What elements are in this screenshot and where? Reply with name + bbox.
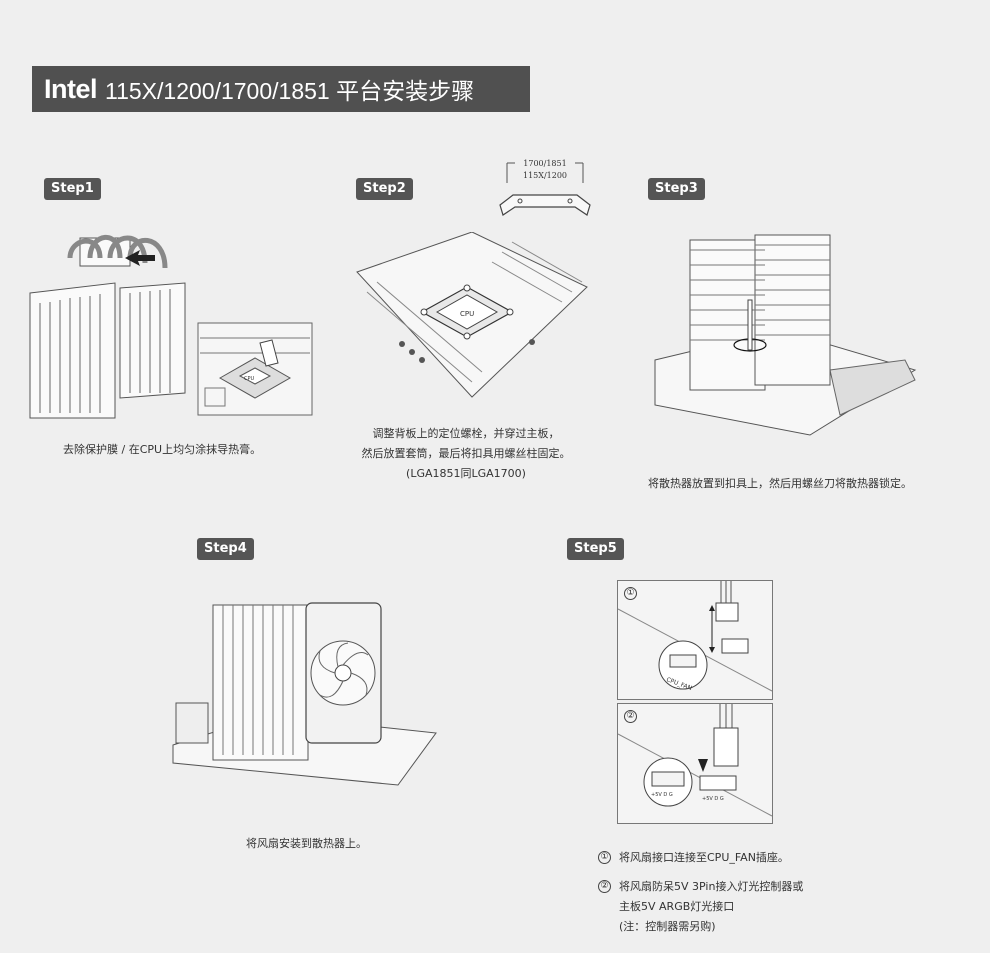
bracket-label-115x: 115X/1200 (523, 171, 567, 180)
page-title-bar: Intel 115X/1200/1700/1851 平台安装步骤 (32, 66, 530, 112)
step5-badge: Step5 (567, 538, 624, 560)
step5-note-1: ① 将风扇接口连接至CPU_FAN插座。 (598, 848, 789, 868)
note2-number: ② (598, 880, 611, 893)
brand-name: Intel (44, 73, 98, 104)
note1-number: ① (598, 851, 611, 864)
note2-line2: 主板5V ARGB灯光接口 (619, 900, 735, 913)
bracket-label-1700: 1700/1851 (523, 159, 566, 168)
panel2-number: ② (624, 710, 637, 723)
step5-panel-2: ② +5V D G +5V D G (617, 703, 773, 824)
step1-caption: 去除保护膜 / 在CPU上均匀涂抹导热膏。 (63, 443, 262, 456)
step1-cpu-text: CPU (244, 376, 255, 382)
note2-line1: 将风扇防呆5V 3Pin接入灯光控制器或 (619, 880, 804, 893)
step4-caption: 将风扇安装到散热器上。 (246, 837, 367, 850)
panel2-connector-diagram: +5V D G +5V D G (618, 704, 772, 817)
step3-cooler-illustration (654, 234, 917, 436)
note1-text: 将风扇接口连接至CPU_FAN插座。 (619, 851, 789, 864)
note2-line3: (注：控制器需另购) (619, 920, 716, 933)
step2-caption-line2: 然后放置套筒，最后将扣具用螺丝柱固定。 (361, 447, 571, 460)
step4-cooler-fan-illustration (172, 602, 437, 786)
page-title: 115X/1200/1700/1851 平台安装步骤 (105, 78, 475, 104)
step2-caption-line3: (LGA1851同LGA1700) (406, 467, 526, 480)
step2-badge: Step2 (356, 178, 413, 200)
step2-caption-line1: 调整背板上的定位螺栓，并穿过主板， (372, 427, 560, 440)
step5-panel-1: ① CPU_FAN (617, 580, 773, 700)
step2-caption: 调整背板上的定位螺栓，并穿过主板， 然后放置套筒，最后将扣具用螺丝柱固定。 (L… (360, 424, 572, 484)
panel1-number: ① (624, 587, 637, 600)
step3-badge: Step3 (648, 178, 705, 200)
step2-bracket-illustration: 1700/1851 115X/1200 (499, 159, 591, 216)
step3-caption: 将散热器放置到扣具上，然后用螺丝刀将散热器锁定。 (648, 477, 912, 490)
panel2-pin-label-right: +5V D G (702, 796, 724, 802)
step2-motherboard-illustration: CPU (356, 232, 588, 398)
panel2-pin-label-left: +5V D G (651, 792, 673, 798)
panel1-connector-diagram: CPU_FAN (618, 581, 772, 692)
step2-cpu-text: CPU (460, 310, 474, 318)
step5-note-2: ② 将风扇防呆5V 3Pin接入灯光控制器或 主板5V ARGB灯光接口 (注：… (598, 877, 803, 937)
step1-cooler-illustration: CPU (29, 234, 313, 419)
step1-badge: Step1 (44, 178, 101, 200)
step4-badge: Step4 (197, 538, 254, 560)
